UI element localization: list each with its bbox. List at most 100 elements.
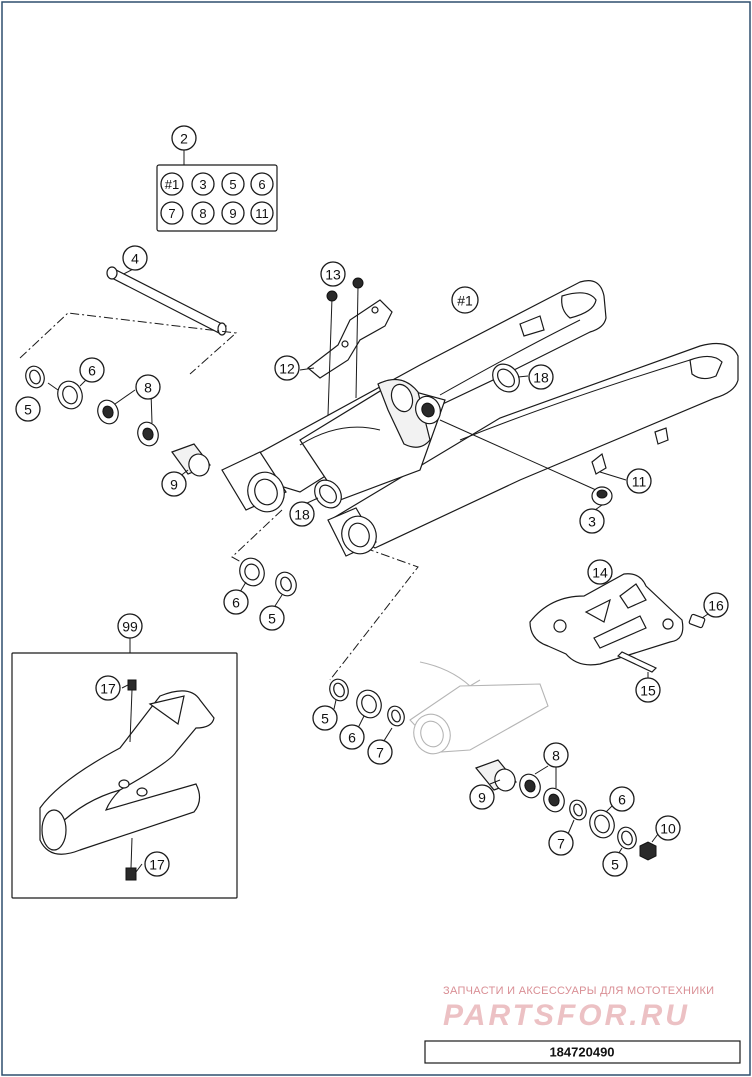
callout-circle (274, 355, 300, 381)
callout-circle (543, 742, 569, 768)
callout-c11: 11 (626, 468, 652, 494)
callout-circle (320, 261, 346, 287)
callout-circle (548, 830, 574, 856)
callout-label: 5 (611, 857, 619, 873)
callout-label: 17 (100, 681, 116, 697)
callout-circle (161, 471, 187, 497)
callout-c99: 99 (117, 613, 143, 639)
callout-circle (528, 364, 554, 390)
axis-line-left-bottom (231, 509, 283, 569)
callout-circle (221, 201, 245, 225)
callout-c12: 12 (274, 355, 300, 381)
callout-circle (469, 784, 495, 810)
callout-k6: 6 (250, 172, 274, 196)
watermark-logo: PARTSFOR.RU (443, 999, 690, 1032)
callout-circle (312, 705, 338, 731)
callout-label: 8 (199, 206, 206, 221)
callout-k3: 3 (191, 172, 215, 196)
callout-label: #1 (457, 293, 473, 309)
callout-circle (160, 172, 184, 196)
callout-label: 6 (232, 595, 240, 611)
callout-label: 9 (170, 477, 178, 493)
callout-c6c: 6 (339, 724, 365, 750)
callout-c16: 16 (703, 592, 729, 618)
seal-18-upper (492, 363, 529, 393)
chain-slider-box-99 (11, 638, 238, 899)
callout-label: 7 (168, 206, 175, 221)
callout-c14: 14 (587, 559, 613, 585)
callout-c9b: 9 (469, 784, 495, 810)
callout-circle (223, 589, 249, 615)
callout-c7b: 7 (548, 830, 574, 856)
callout-c5b: 5 (259, 605, 285, 631)
callout-label: 5 (229, 177, 236, 192)
callout-c8a: 8 (135, 374, 161, 400)
callout-circle (635, 677, 661, 703)
swingarm-axle (106, 266, 228, 336)
callout-label: #1 (165, 177, 179, 192)
callout-label: 9 (229, 206, 236, 221)
callout-c17a: 17 (95, 675, 121, 701)
callout-label: 6 (88, 363, 96, 379)
callout-circle (259, 605, 285, 631)
callout-label: 15 (640, 683, 656, 699)
bracket-12 (299, 277, 393, 416)
callout-c2: 2 (171, 125, 197, 151)
callout-circle (626, 468, 652, 494)
callout-circle (122, 245, 148, 271)
callout-k9: 9 (221, 201, 245, 225)
callout-label: 7 (557, 836, 565, 852)
callout-k11: 11 (250, 201, 274, 225)
callout-c4: 4 (122, 245, 148, 271)
callout-label: 3 (199, 177, 206, 192)
callout-label: 2 (180, 131, 188, 147)
callout-label: 11 (255, 206, 269, 221)
callout-label: 10 (660, 821, 676, 837)
callout-c17b: 17 (144, 851, 170, 877)
callout-circle (579, 508, 605, 534)
callout-c5a: 5 (15, 396, 41, 422)
callout-k8: 8 (191, 201, 215, 225)
callout-c18a: 18 (528, 364, 554, 390)
diagram-code-box: 184720490 (424, 1040, 741, 1064)
bushing-3 (439, 419, 613, 511)
callout-c10: 10 (655, 815, 681, 841)
callout-c15: 15 (635, 677, 661, 703)
lower-left-bearings (239, 557, 297, 607)
leader-11 (599, 471, 627, 481)
callout-circle (250, 201, 274, 225)
callout-label: 6 (618, 792, 626, 808)
callout-label: 17 (149, 857, 165, 873)
callout-label: 11 (632, 474, 647, 490)
callout-circle (602, 851, 628, 877)
callout-label: 13 (325, 267, 341, 283)
callout-circle (703, 592, 729, 618)
axis-line-right (329, 547, 419, 681)
callout-circle (171, 125, 197, 151)
callout-label: 8 (552, 748, 560, 764)
callout-label: 7 (376, 745, 384, 761)
callout-circle (655, 815, 681, 841)
callout-label: 18 (294, 507, 310, 523)
callout-circle (339, 724, 365, 750)
callout-circle (289, 501, 315, 527)
callout-circle (609, 786, 635, 812)
callout-c18b: 18 (289, 501, 315, 527)
callout-k7: 7 (160, 201, 184, 225)
kit-box (156, 150, 278, 232)
callout-circle (191, 201, 215, 225)
callout-k5: 5 (221, 172, 245, 196)
callout-label: 8 (144, 380, 152, 396)
callout-c6d: 6 (609, 786, 635, 812)
callout-label: 4 (131, 251, 139, 267)
callout-c6a: 6 (79, 357, 105, 383)
callout-c8b: 8 (543, 742, 569, 768)
seal-18-lower (304, 479, 342, 509)
watermark: ЗАПЧАСТИ И АКСЕССУАРЫ ДЛЯ МОТОТЕХНИКИ PA… (443, 985, 714, 1032)
callout-circle (144, 851, 170, 877)
callout-circle (367, 739, 393, 765)
callout-c1: #1 (451, 286, 479, 314)
callout-label: 18 (533, 370, 549, 386)
